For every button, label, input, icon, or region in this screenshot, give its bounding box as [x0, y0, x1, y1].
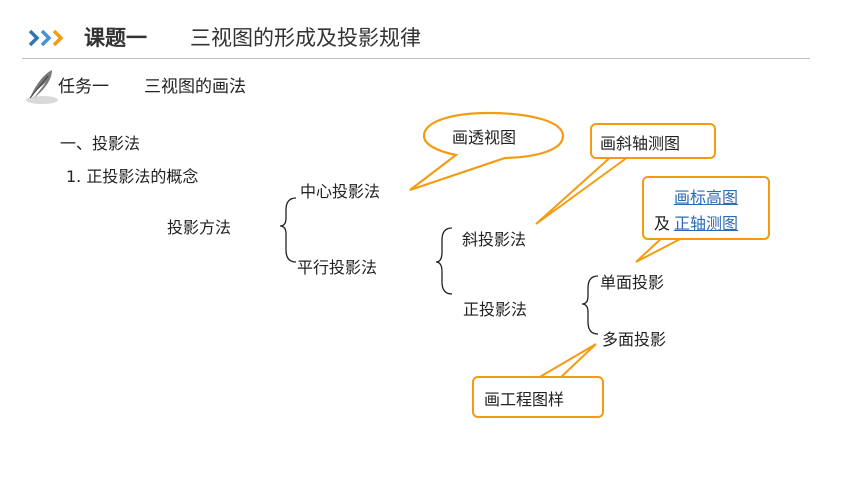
section-subheading: 1. 正投影法的概念 — [66, 167, 199, 186]
brace-parallel — [435, 227, 453, 295]
tree-orthographic-label: 正投影法 — [463, 300, 528, 319]
callout-perspective-text: 画透视图 — [452, 128, 517, 147]
callout-pointer-engineering — [537, 343, 597, 379]
callout-bubble-perspective — [409, 111, 565, 192]
lesson-label: 课题一 — [84, 26, 147, 50]
lesson-title: 三视图的形成及投影规律 — [190, 26, 421, 50]
brace-orthographic — [581, 275, 599, 335]
callout-pointer-oblique — [535, 153, 633, 225]
tree-root-label: 投影方法 — [167, 218, 232, 237]
tree-oblique-label: 斜投影法 — [462, 230, 527, 249]
task-title: 三视图的画法 — [144, 77, 246, 97]
section-heading: 一、投影法 — [60, 134, 141, 153]
chevron-right-icon — [28, 29, 64, 47]
ortho-axonometric-link[interactable]: 正轴测图 — [674, 214, 739, 233]
tree-central-label: 中心投影法 — [300, 182, 381, 201]
callout-oblique-axonometric-text: 画斜轴测图 — [600, 134, 681, 153]
callout-engineering-text: 画工程图样 — [484, 390, 565, 409]
quill-pen-icon — [26, 70, 58, 104]
callout-engineering-box: 画工程图样 — [472, 376, 604, 418]
callout-elevation-box: 画标高图 及 正轴测图 — [642, 176, 770, 240]
tree-single-plane-label: 单面投影 — [600, 273, 665, 292]
callout-pointer-elevation — [635, 235, 687, 263]
and-text: 及 — [654, 214, 671, 233]
task-label: 任务一 — [58, 77, 109, 97]
header-divider — [22, 58, 810, 59]
brace-root — [279, 197, 297, 263]
tree-multi-plane-label: 多面投影 — [602, 330, 667, 349]
tree-parallel-label: 平行投影法 — [297, 258, 378, 277]
elevation-link[interactable]: 画标高图 — [674, 188, 739, 207]
callout-oblique-axonometric-box: 画斜轴测图 — [590, 123, 716, 159]
